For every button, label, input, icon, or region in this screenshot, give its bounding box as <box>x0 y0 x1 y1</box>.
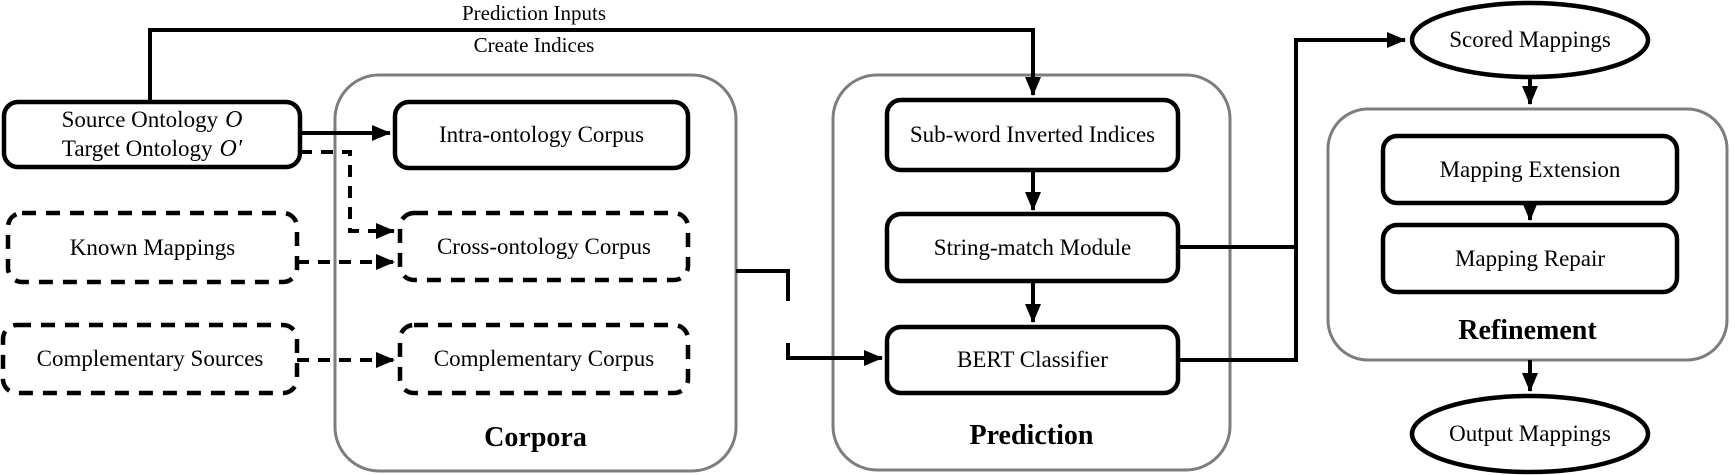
mapping-extension-label: Mapping Extension <box>1439 156 1621 182</box>
string-match-module-label: String-match Module <box>933 234 1132 260</box>
scored-mappings-ellipse <box>1409 0 1651 80</box>
edge-ontologies-to-cross-corpus <box>300 150 395 239</box>
prediction-inputs-annotation: Prediction Inputs <box>461 1 607 26</box>
bert-classifier-box <box>884 324 1181 396</box>
edge-ontologies-to-subword <box>148 28 1041 102</box>
complementary-corpus-box <box>397 322 691 396</box>
target-ontology-text: Target Ontology <box>61 135 213 161</box>
known-mappings-label: Known Mappings <box>69 234 236 260</box>
source-ontology-symbol: O <box>225 107 243 134</box>
mapping-repair-label: Mapping Repair <box>1454 245 1606 271</box>
scored-mappings-label: Scored Mappings <box>1449 27 1611 53</box>
bert-classifier-label: BERT Classifier <box>957 347 1108 373</box>
output-mappings-label: Output Mappings <box>1449 421 1611 447</box>
refinement-group-label: Refinement <box>1458 315 1597 347</box>
subword-inverted-indices-label: Sub-word Inverted Indices <box>909 122 1156 148</box>
refinement-group-frame <box>1326 107 1729 362</box>
output-mappings-ellipse <box>1409 393 1651 475</box>
edge-corpora-to-bert-lower <box>786 343 883 366</box>
edge-corpora-to-bert-upper <box>736 269 790 301</box>
mapping-extension-box <box>1380 133 1680 206</box>
corpora-group-label: Corpora <box>484 422 587 454</box>
intra-ontology-corpus-box <box>392 99 691 171</box>
known-mappings-box <box>5 210 300 285</box>
complementary-sources-label: Complementary Sources <box>36 346 264 372</box>
edge-bert-to-scored-mappings <box>1178 32 1406 362</box>
complementary-corpus-label: Complementary Corpus <box>433 346 655 372</box>
subword-inverted-indices-box <box>884 97 1181 173</box>
intra-ontology-corpus-label: Intra-ontology Corpus <box>438 122 645 148</box>
source-ontology-text: Source Ontology <box>61 107 219 133</box>
string-match-module-box <box>884 211 1181 284</box>
create-indices-annotation: Create Indices <box>473 33 595 58</box>
mapping-repair-box <box>1380 222 1680 295</box>
prediction-group-label: Prediction <box>969 420 1094 452</box>
target-ontology-symbol: O′ <box>219 135 243 162</box>
cross-ontology-corpus-box <box>397 210 691 283</box>
source-target-ontology-box <box>1 99 303 170</box>
cross-ontology-corpus-label: Cross-ontology Corpus <box>436 233 652 259</box>
complementary-sources-box <box>0 322 300 396</box>
